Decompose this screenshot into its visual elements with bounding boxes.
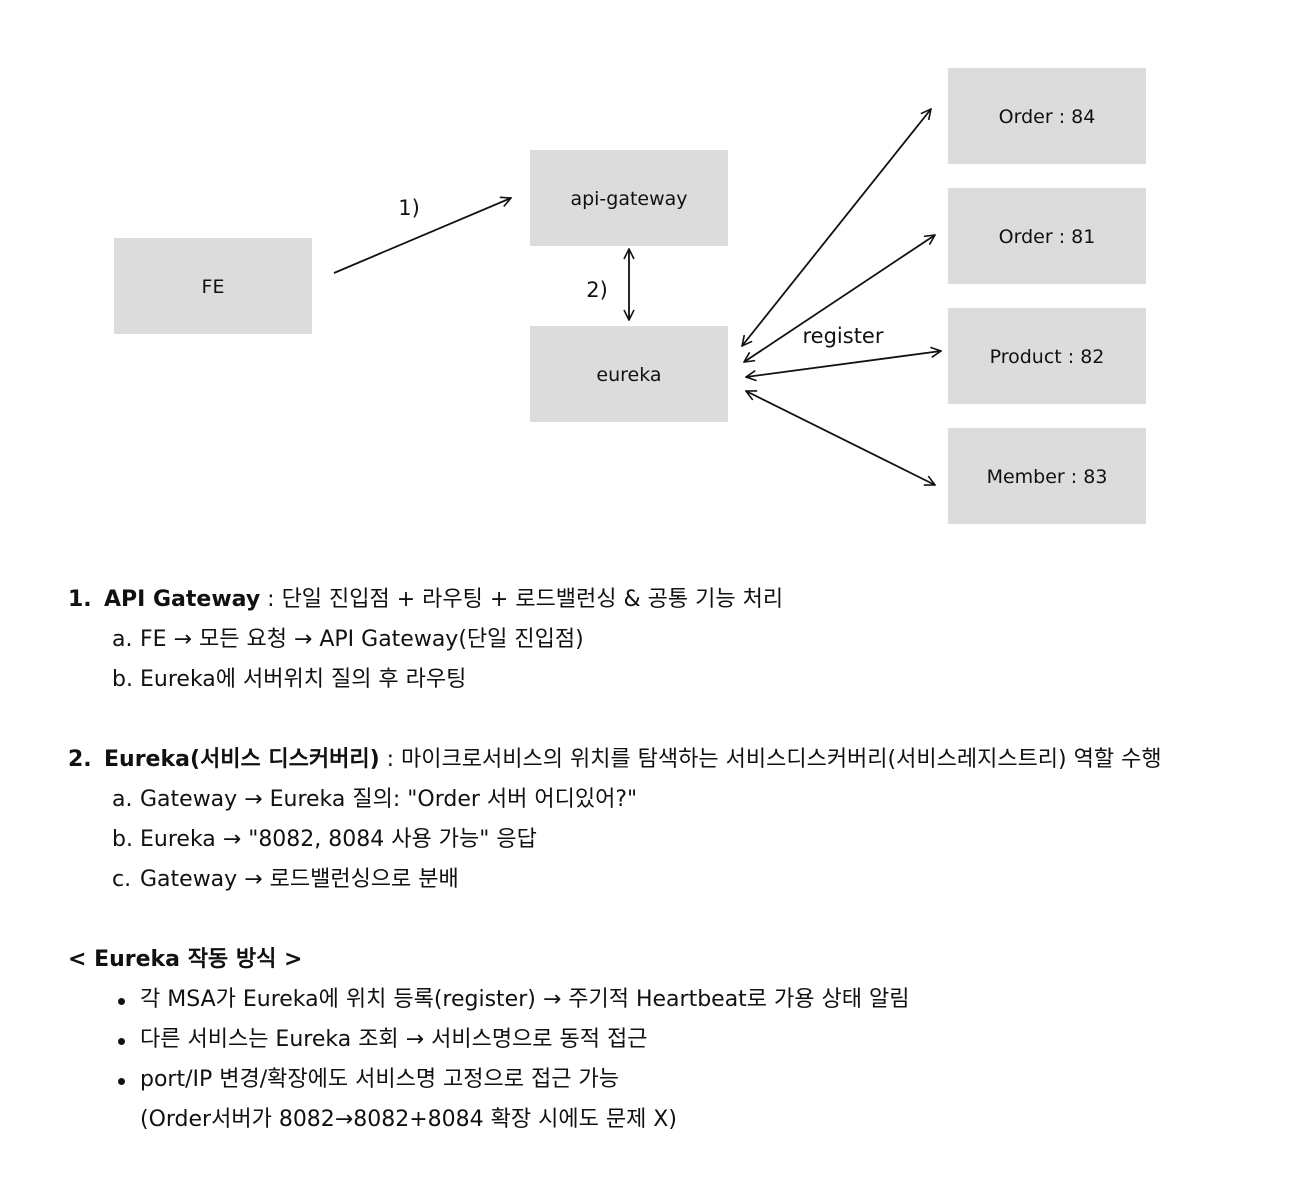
node-member-83-label: Member : 83	[987, 466, 1108, 488]
node-product-82-label: Product : 82	[990, 346, 1105, 368]
node-order-84: Order : 84	[948, 68, 1146, 164]
section-eureka-heading: 2. Eureka(서비스 디스커버리) : 마이크로서비스의 위치를 탐색하는…	[68, 740, 1288, 780]
node-eureka: eureka	[530, 326, 728, 422]
notes: 1. API Gateway : 단일 진입점 + 라우팅 + 로드밸런싱 & …	[68, 580, 1288, 1180]
edge-eureka-product-82	[746, 351, 941, 377]
node-order-81-label: Order : 81	[999, 226, 1096, 248]
list-item: 다른 서비스는 Eureka 조회 → 서비스명으로 동적 접근	[68, 1020, 1288, 1060]
section-eureka-operation-heading: < Eureka 작동 방식 >	[68, 947, 303, 972]
architecture-diagram: FE api-gateway eureka Order : 84 Order :…	[114, 68, 1146, 524]
node-order-84-label: Order : 84	[999, 106, 1096, 128]
edge-eureka-order-84	[742, 109, 931, 346]
list-item: c.Gateway → 로드밸런싱으로 분배	[112, 867, 459, 892]
section-title: Eureka(서비스 디스커버리)	[104, 747, 380, 772]
edge-eureka-member-83	[746, 391, 935, 485]
section-number: 2.	[68, 747, 92, 772]
section-eureka: 2. Eureka(서비스 디스커버리) : 마이크로서비스의 위치를 탐색하는…	[68, 740, 1288, 900]
section-api-gateway-heading: 1. API Gateway : 단일 진입점 + 라우팅 + 로드밸런싱 & …	[68, 580, 1288, 620]
edge-label-register: register	[803, 324, 884, 348]
edge-label-step-1: 1)	[398, 196, 420, 220]
edge-label-step-2: 2)	[586, 278, 608, 302]
list-item: a.FE → 모든 요청 → API Gateway(단일 진입점)	[112, 627, 584, 652]
node-api-gateway: api-gateway	[530, 150, 728, 246]
bullet-continuation: (Order서버가 8082→8082+8084 확장 시에도 문제 X)	[140, 1107, 677, 1132]
section-api-gateway: 1. API Gateway : 단일 진입점 + 라우팅 + 로드밸런싱 & …	[68, 580, 1288, 700]
section-description: : 단일 진입점 + 라우팅 + 로드밸런싱 & 공통 기능 처리	[260, 587, 784, 612]
list-item: b.Eureka에 서버위치 질의 후 라우팅	[112, 667, 467, 692]
section-title: API Gateway	[104, 587, 261, 612]
node-member-83: Member : 83	[948, 428, 1146, 524]
node-api-gateway-label: api-gateway	[570, 188, 687, 210]
edge-eureka-order-81	[744, 235, 935, 362]
list-item: b.Eureka → "8082, 8084 사용 가능" 응답	[112, 827, 537, 852]
list-item: port/IP 변경/확장에도 서비스명 고정으로 접근 가능(Order서버가…	[68, 1060, 1288, 1140]
bullet-list: 각 MSA가 Eureka에 위치 등록(register) → 주기적 Hea…	[68, 980, 1288, 1140]
node-fe-label: FE	[202, 276, 225, 298]
node-eureka-label: eureka	[596, 364, 661, 386]
edge-fe-to-gateway	[333, 198, 511, 274]
list-item: a.Gateway → Eureka 질의: "Order 서버 어디있어?"	[112, 787, 638, 812]
node-product-82: Product : 82	[948, 308, 1146, 404]
list-item: 각 MSA가 Eureka에 위치 등록(register) → 주기적 Hea…	[68, 980, 1288, 1020]
section-description: : 마이크로서비스의 위치를 탐색하는 서비스디스커버리(서비스레지스트리) 역…	[379, 747, 1162, 772]
section-eureka-operation: < Eureka 작동 방식 > 각 MSA가 Eureka에 위치 등록(re…	[68, 940, 1288, 1140]
node-fe: FE	[114, 238, 312, 334]
node-order-81: Order : 81	[948, 188, 1146, 284]
section-number: 1.	[68, 587, 92, 612]
